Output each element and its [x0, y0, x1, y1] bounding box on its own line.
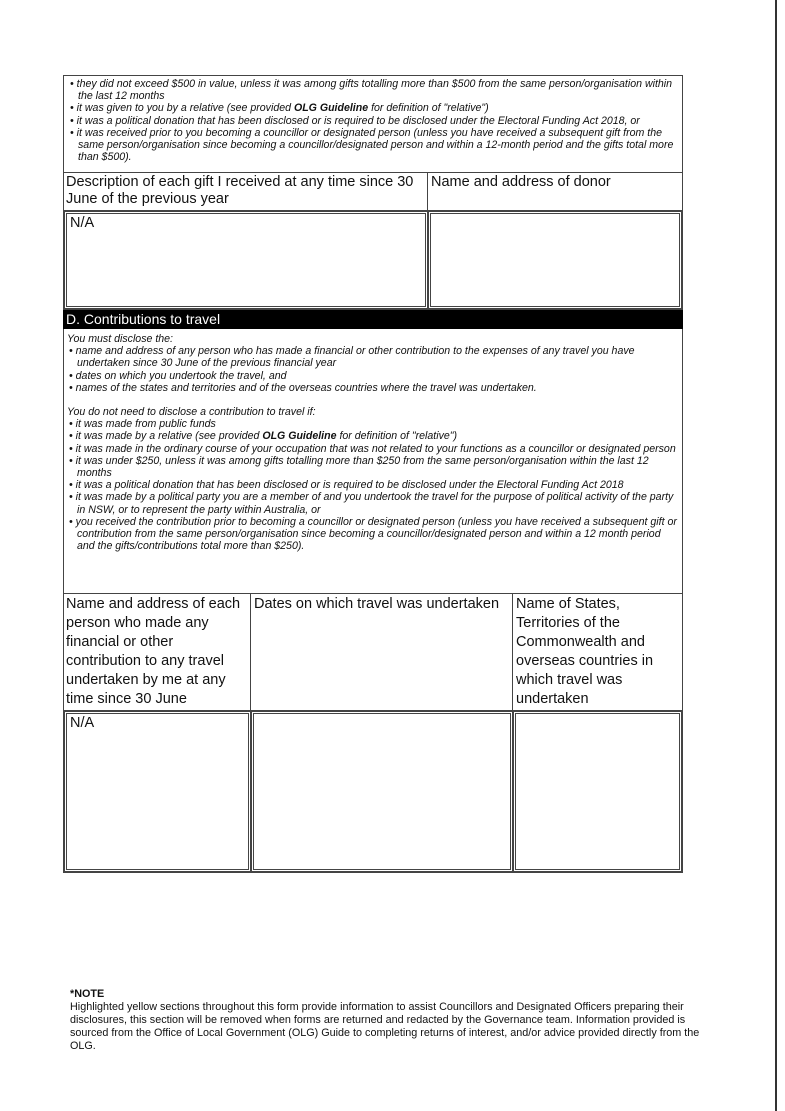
gifts-table: Description of each gift I received at a…: [63, 172, 683, 310]
not-item: it was under $250, unless it was among g…: [67, 455, 679, 479]
olg-guideline-ref: OLG Guideline: [293, 102, 369, 115]
exemption-item: it was given to you by a relative (see p…: [68, 102, 678, 114]
must-item: dates on which you undertook the travel,…: [67, 370, 679, 382]
col-donor-header: Name and address of donor: [428, 173, 682, 211]
not-item: you received the contribution prior to b…: [67, 516, 679, 553]
note-heading: *NOTE: [70, 988, 105, 1000]
not-item: it was a political donation that has bee…: [67, 479, 679, 491]
note-block: *NOTE Highlighted yellow sections throug…: [70, 988, 710, 1053]
not-item: it was made in the ordinary course of yo…: [67, 443, 679, 455]
scan-edge-line: [775, 0, 777, 1111]
dates-field[interactable]: [251, 711, 513, 872]
must-item: names of the states and territories and …: [67, 382, 679, 394]
not-intro: You do not need to disclose a contributi…: [67, 406, 316, 419]
text: for definition of "relative"): [336, 430, 458, 443]
not-item: it was made by a relative (see provided …: [67, 430, 679, 442]
exemption-item: it was a political donation that has bee…: [68, 115, 678, 127]
travel-instructions: You must disclose the: name and address …: [63, 329, 683, 594]
text: for definition of "relative"): [368, 102, 489, 115]
olg-guideline-ref: OLG Guideline: [262, 430, 337, 443]
places-field[interactable]: [513, 711, 682, 872]
text: it was given to you by a relative (see p…: [76, 102, 294, 115]
exemption-item: it was received prior to you becoming a …: [68, 127, 678, 164]
col-description-header: Description of each gift I received at a…: [64, 173, 428, 211]
must-item: name and address of any person who has m…: [67, 345, 679, 369]
text: it was made by a relative (see provided: [75, 430, 263, 443]
not-item: it was made by a political party you are…: [67, 491, 679, 515]
section-d-title: D. Contributions to travel: [63, 310, 683, 329]
col-places-header: Name of States, Territories of the Commo…: [513, 594, 682, 711]
travel-table: Name and address of each person who made…: [63, 593, 683, 873]
col-contributor-header: Name and address of each person who made…: [64, 594, 251, 711]
not-item: it was made from public funds: [67, 418, 679, 430]
col-dates-header: Dates on which travel was undertaken: [251, 594, 513, 711]
gift-exemptions: they did not exceed $500 in value, unles…: [63, 75, 683, 173]
must-intro: You must disclose the:: [67, 333, 173, 345]
contributor-field[interactable]: N/A: [64, 711, 251, 872]
donor-field[interactable]: [428, 211, 682, 309]
exemption-item: they did not exceed $500 in value, unles…: [68, 78, 678, 102]
gift-description-field[interactable]: N/A: [64, 211, 428, 309]
note-body: Highlighted yellow sections throughout t…: [70, 1001, 700, 1052]
